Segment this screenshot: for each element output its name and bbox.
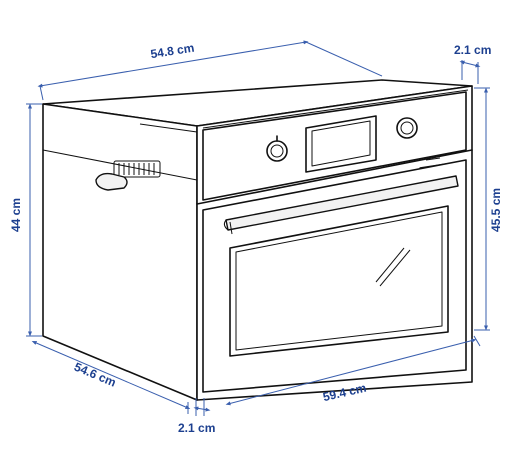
display-window [305, 115, 377, 173]
oven-side-trim-back [139, 123, 198, 133]
dim-ext-top-depth-right [305, 41, 383, 77]
vent-slots [113, 160, 161, 178]
control-knob-icon [396, 117, 418, 139]
control-panel [202, 91, 467, 201]
dim-ext-front-width [473, 335, 481, 347]
control-panel-edge [196, 149, 473, 205]
dim-line-front-width [225, 338, 477, 406]
dim-line-bottom-depth [31, 341, 191, 409]
label-panel-bottom: 2.1 cm [178, 421, 215, 435]
door-latch-bar [425, 157, 441, 161]
label-front-height: 45.5 cm [489, 188, 503, 232]
front-frame-edge [202, 89, 469, 129]
label-side-height: 44 cm [9, 198, 23, 232]
door-window [229, 205, 449, 357]
dim-ext-top-depth-left [39, 85, 44, 101]
control-knob-icon [266, 135, 288, 162]
dim-line-panel-bottom [193, 406, 211, 412]
dim-line-panel-top [459, 60, 481, 68]
door-handle [223, 175, 459, 235]
side-bracket [95, 172, 128, 191]
label-panel-top: 2.1 cm [454, 43, 491, 57]
dim-line-top-depth [37, 40, 309, 88]
label-top-depth: 54.8 cm [150, 41, 196, 62]
oven-side-trim [42, 149, 198, 181]
